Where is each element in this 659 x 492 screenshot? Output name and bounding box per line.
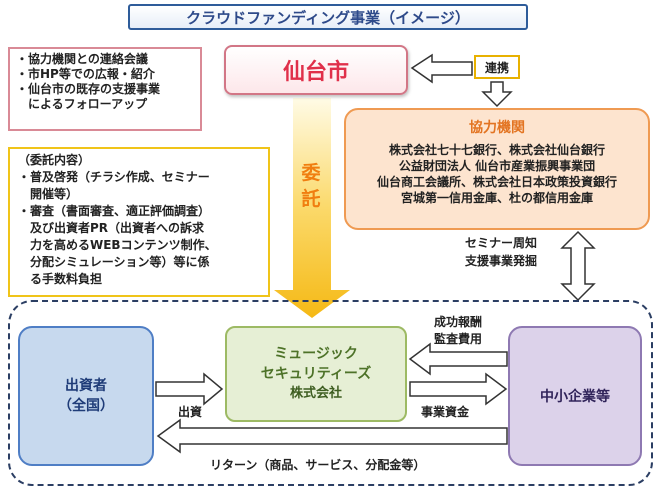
consign-arrow: [274, 98, 350, 318]
org-line: 公益財団法人 仙台市産業振興事業団: [398, 159, 596, 173]
cooperating-organizations-box: 協力機関 株式会社七十七銀行、株式会社仙台銀行 公益財団法人 仙台市産業振興事業…: [344, 108, 650, 230]
music-securities-box: ミュージック セキュリティーズ 株式会社: [225, 326, 407, 422]
fund-label: 事業資金: [421, 405, 470, 419]
note-line: （委託内容）: [18, 153, 91, 167]
consign-char: 託: [301, 188, 321, 210]
note-line: 及び出資者PR（出資者への訴求: [18, 221, 205, 235]
note-line: ・協力機関との連絡会議: [16, 52, 148, 66]
seminar-label: セミナー周知 支援事業発掘: [446, 234, 556, 270]
investor-label: 出資者: [65, 378, 107, 394]
note-line: ・市HP等での広報・紹介: [16, 67, 155, 81]
renkei-down-arrow: [481, 81, 513, 108]
note-line: 開催等）: [18, 187, 79, 201]
seminar-double-arrow: [560, 230, 596, 302]
consign-char: 委: [301, 162, 321, 184]
sendai-city-box: 仙台市: [224, 45, 408, 95]
return-label: リターン（商品、サービス、分配金等）: [210, 458, 426, 472]
fee-line: 成功報酬: [434, 315, 483, 329]
org-line: 仙台商工会議所、株式会社日本政策投資銀行: [376, 175, 617, 189]
note-line: 力を高めるWEBコンテンツ制作、: [18, 238, 217, 252]
cooperating-organizations-heading: 協力機関: [469, 120, 525, 136]
sme-box: 中小企業等: [508, 326, 642, 466]
renkei-box: 連携: [474, 55, 520, 79]
note-line: る手数料負担: [18, 272, 103, 286]
consignment-content-note: （委託内容） ・普及啓発（チラシ作成、セミナー 開催等） ・審査（書面審査、適正…: [8, 147, 270, 297]
investor-box: 出資者 （全国）: [18, 326, 154, 466]
org-line: 宮城第一信用金庫、杜の都信用金庫: [400, 191, 593, 205]
music-line: ミュージック: [274, 346, 358, 362]
fee-label: 成功報酬 監査費用: [434, 314, 482, 348]
note-line: ・仙台市の既存の支援事業: [16, 82, 161, 96]
sendai-activities-note: ・協力機関との連絡会議 ・市HP等での広報・紹介 ・仙台市の既存の支援事業 によ…: [8, 47, 202, 131]
invest-arrow: [155, 372, 224, 406]
note-line: ・普及啓発（チラシ作成、セミナー: [18, 170, 210, 184]
invest-label: 出資: [178, 405, 203, 419]
fee-arrow: [408, 342, 508, 376]
note-line: 分配シミュレーション等）等に係: [18, 255, 210, 269]
seminar-line: セミナー周知: [464, 236, 537, 250]
funding-flow-region: [8, 300, 653, 486]
music-line: セキュリティーズ: [260, 366, 372, 382]
seminar-line: 支援事業発掘: [464, 254, 537, 268]
note-line: ・審査（書面審査、適正評価調査）: [18, 204, 211, 218]
fee-line: 監査費用: [434, 332, 483, 346]
music-line: 株式会社: [289, 386, 342, 401]
renkei-left-arrow: [410, 53, 473, 84]
consign-label: 委 託: [296, 160, 326, 212]
fund-arrow: [409, 372, 508, 406]
return-arrow: [156, 418, 508, 454]
page-title: クラウドファンディング事業（イメージ）: [128, 4, 528, 30]
investor-sublabel: （全国）: [58, 398, 114, 414]
note-line: によるフォローアップ: [16, 97, 148, 111]
org-line: 株式会社七十七銀行、株式会社仙台銀行: [388, 143, 605, 157]
